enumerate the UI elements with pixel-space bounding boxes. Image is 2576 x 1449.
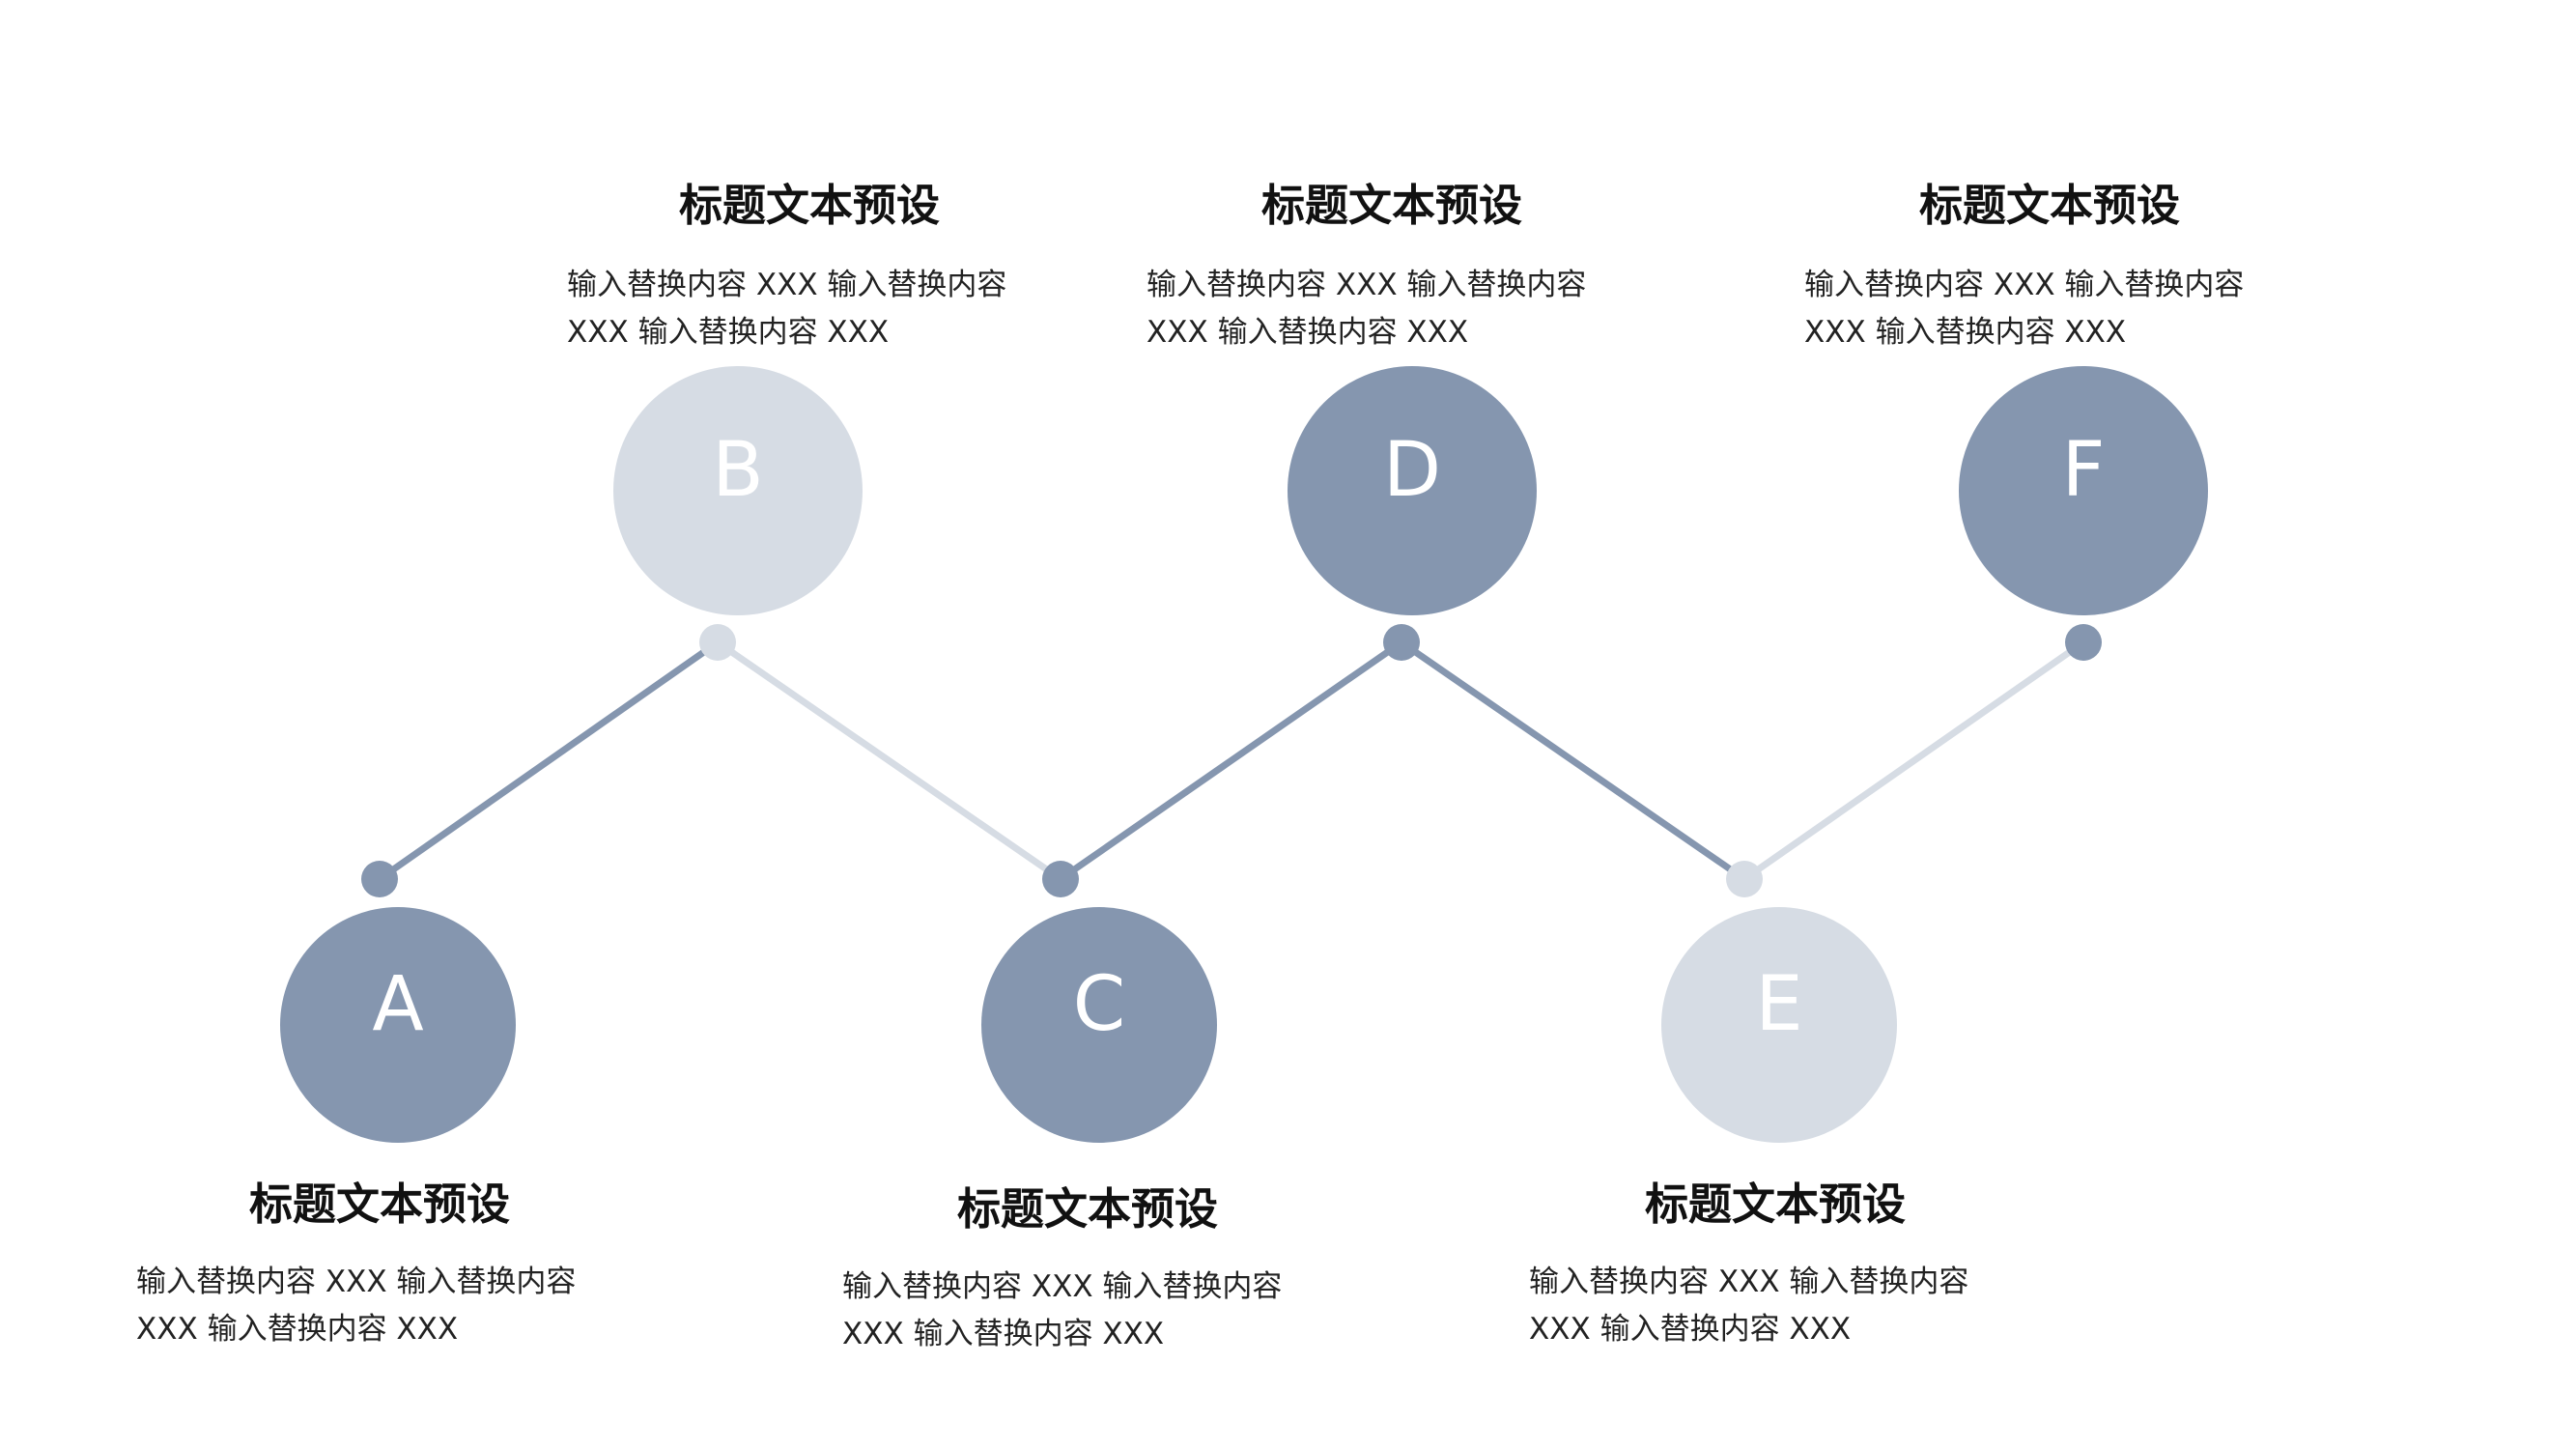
node-e-circle	[1661, 907, 1897, 1143]
node-c-desc-line2: XXX 输入替换内容 XXX	[842, 1317, 1164, 1351]
node-d-desc-line2: XXX 输入替换内容 XXX	[1146, 315, 1468, 350]
node-f-desc-line2: XXX 输入替换内容 XXX	[1804, 315, 2126, 350]
node-a-title: 标题文本预设	[249, 1179, 510, 1230]
dot-f	[2065, 624, 2102, 661]
node-b-desc-line2: XXX 输入替换内容 XXX	[567, 315, 889, 350]
node-f-circle	[1959, 366, 2208, 615]
node-a-desc-line2: XXX 输入替换内容 XXX	[136, 1312, 458, 1347]
node-b-circle	[613, 366, 863, 615]
junction-dots	[361, 624, 2102, 897]
node-d-circle	[1288, 366, 1537, 615]
node-b: B 标题文本预设 输入替换内容 XXX 输入替换内容 XXX 输入替换内容 XX…	[567, 180, 1006, 615]
connector-b-c	[714, 639, 1064, 883]
connector-d-e	[1398, 639, 1748, 883]
node-c-letter: C	[1073, 961, 1125, 1048]
node-e-desc-line1: 输入替换内容 XXX 输入替换内容	[1529, 1264, 1968, 1299]
node-f-letter: F	[2062, 427, 2106, 514]
node-d-desc-line1: 输入替换内容 XXX 输入替换内容	[1146, 268, 1586, 302]
connector-c-d	[1057, 639, 1405, 883]
node-e-title: 标题文本预设	[1645, 1179, 1906, 1230]
node-f-desc-line1: 输入替换内容 XXX 输入替换内容	[1804, 268, 2244, 302]
dot-a	[361, 861, 398, 897]
dot-e	[1726, 861, 1763, 897]
node-d: D 标题文本预设 输入替换内容 XXX 输入替换内容 XXX 输入替换内容 XX…	[1146, 180, 1586, 615]
dot-b	[699, 624, 736, 661]
node-b-title: 标题文本预设	[679, 180, 940, 231]
connector-a-b	[376, 639, 722, 883]
node-b-desc-line1: 输入替换内容 XXX 输入替换内容	[567, 268, 1006, 302]
node-f: F 标题文本预设 输入替换内容 XXX 输入替换内容 XXX 输入替换内容 XX…	[1804, 180, 2244, 615]
connector-e-f	[1741, 639, 2087, 883]
node-e: E 标题文本预设 输入替换内容 XXX 输入替换内容 XXX 输入替换内容 XX…	[1529, 907, 1968, 1347]
node-c: C 标题文本预设 输入替换内容 XXX 输入替换内容 XXX 输入替换内容 XX…	[842, 907, 1282, 1351]
node-d-title: 标题文本预设	[1261, 180, 1522, 231]
dot-c	[1042, 861, 1079, 897]
node-e-desc-line2: XXX 输入替换内容 XXX	[1529, 1312, 1851, 1347]
node-a-desc-line1: 输入替换内容 XXX 输入替换内容	[136, 1264, 576, 1299]
connectors	[376, 639, 2087, 883]
node-a: A 标题文本预设 输入替换内容 XXX 输入替换内容 XXX 输入替换内容 XX…	[136, 907, 576, 1347]
node-e-letter: E	[1755, 961, 1802, 1048]
node-b-letter: B	[712, 427, 764, 514]
node-d-letter: D	[1383, 427, 1441, 514]
node-a-circle	[280, 907, 516, 1143]
node-c-circle	[981, 907, 1217, 1143]
node-c-title: 标题文本预设	[957, 1183, 1218, 1235]
node-c-desc-line1: 输入替换内容 XXX 输入替换内容	[842, 1269, 1282, 1304]
node-a-letter: A	[372, 961, 423, 1048]
dot-d	[1383, 624, 1420, 661]
node-f-title: 标题文本预设	[1919, 180, 2180, 231]
